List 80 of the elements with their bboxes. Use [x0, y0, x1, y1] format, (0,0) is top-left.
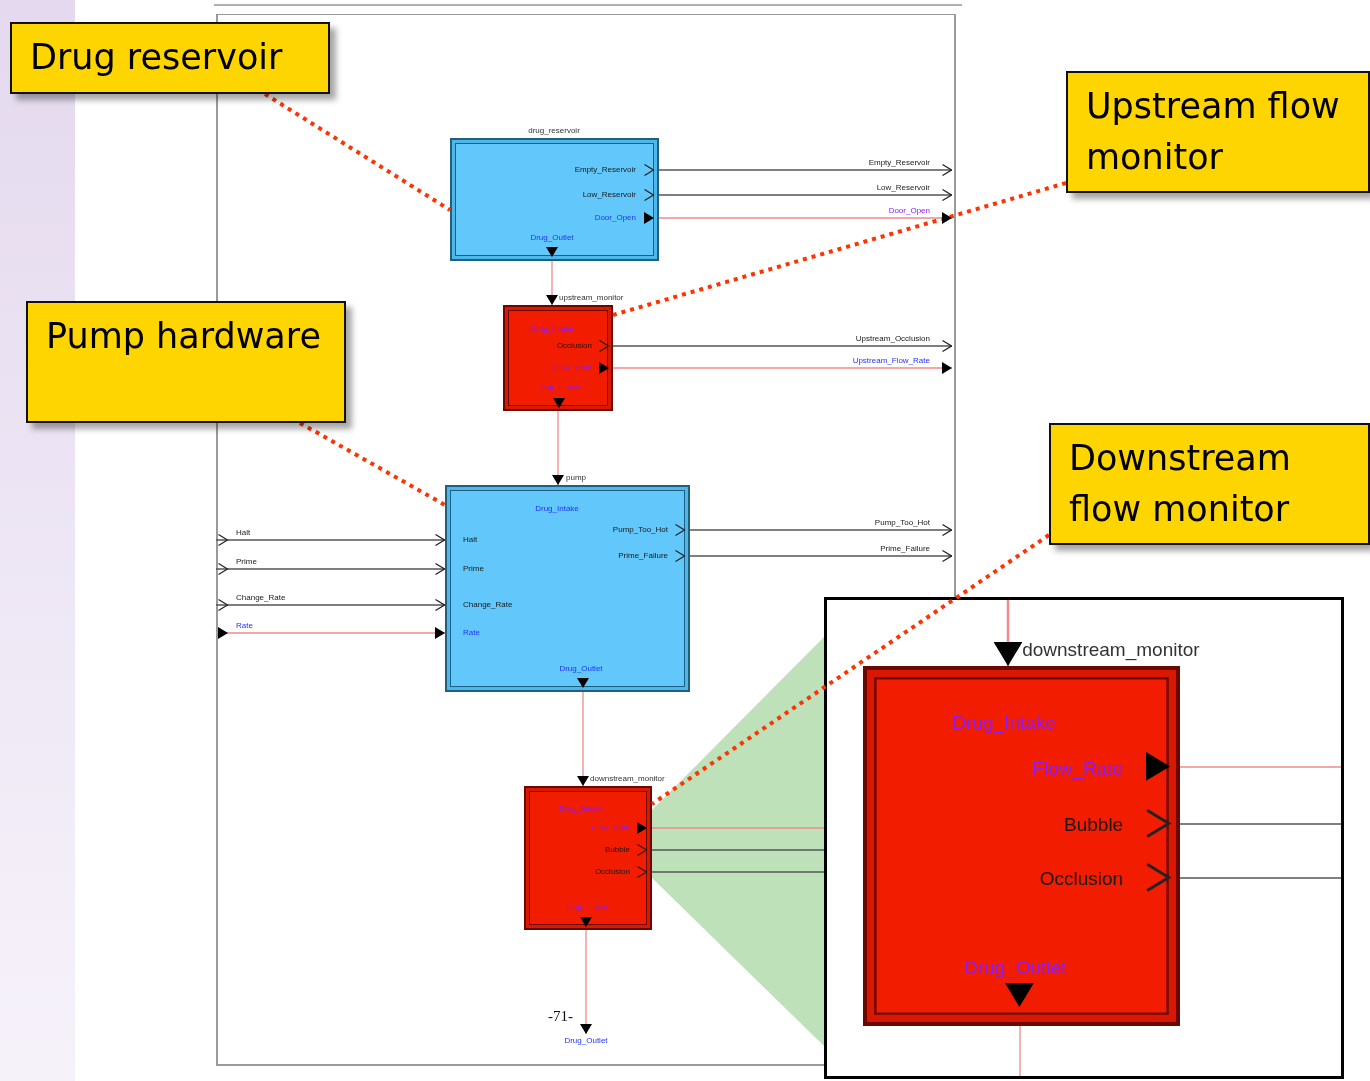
- port-label: Empty_Reservoir: [868, 158, 930, 168]
- port-label: Flow_Rate: [1032, 757, 1124, 780]
- port-label: Drug_Intake: [530, 324, 574, 334]
- leader-line: [612, 181, 1067, 317]
- port-label: Drug_Outlet: [564, 1036, 608, 1046]
- arrow: [658, 212, 953, 224]
- port-label: Change_Rate: [463, 600, 513, 610]
- leader-line: [263, 92, 452, 212]
- signal-line: [651, 849, 825, 851]
- arrow: [658, 188, 953, 202]
- callout-text: Downstream flow monitor: [1069, 437, 1292, 531]
- port-label: Door_Open: [888, 206, 930, 216]
- block-title: pump: [566, 473, 586, 483]
- arrow: [215, 562, 446, 576]
- signal-line: [651, 871, 825, 873]
- arrow: [580, 929, 592, 1035]
- port-label: Change_Rate: [236, 593, 286, 603]
- port-label: Prime_Failure: [618, 551, 668, 561]
- callout-box: [26, 301, 346, 423]
- block-title: upstream_monitor: [559, 293, 624, 303]
- block-title: downstream_monitor: [1022, 638, 1200, 661]
- leader-line: [299, 421, 446, 507]
- block-title: drug_reservoir: [528, 126, 580, 136]
- port-label: Low_Reservoir: [876, 183, 930, 193]
- callout-box: [10, 22, 330, 94]
- block-title: downstream_monitor: [590, 774, 665, 784]
- port-label: Drug_Outlet: [536, 383, 580, 393]
- arrow: [546, 260, 558, 306]
- arrow: [215, 627, 446, 639]
- port-label: Drug_Intake: [952, 711, 1056, 734]
- arrow: [577, 691, 589, 787]
- arrow: [215, 598, 446, 612]
- port-label: Occlusion: [1039, 867, 1124, 890]
- arrow: [689, 549, 953, 563]
- arrow: [689, 523, 953, 537]
- page-number: -71-: [548, 1008, 573, 1025]
- zoom-inset-frame: [824, 597, 1344, 1079]
- port-label: Prime: [236, 557, 257, 567]
- port-label: Rate: [463, 628, 480, 638]
- port-label: Flow_Rate: [591, 823, 630, 833]
- port-label: Halt: [236, 528, 251, 538]
- port-label: Drug_Outlet: [559, 664, 603, 674]
- arrow: [612, 362, 953, 374]
- signal-line: [1179, 766, 1342, 768]
- port-label: Bubble: [1064, 813, 1124, 836]
- leader-line: [650, 533, 1051, 806]
- signal-line: [1019, 1025, 1021, 1077]
- port-label: Upstream_Flow_Rate: [852, 356, 930, 366]
- signal-line: [1179, 877, 1342, 879]
- callout-text: Upstream flow monitor: [1086, 85, 1341, 179]
- signal-line: [651, 827, 825, 829]
- arrow: [612, 339, 953, 353]
- port-label: Bubble: [605, 845, 630, 855]
- signal-line: [1179, 823, 1342, 825]
- port-label: Prime: [463, 564, 484, 574]
- port-label: Prime_Failure: [880, 544, 930, 554]
- port-label: Empty_Reservoir: [574, 165, 636, 175]
- port-label: Rate: [236, 621, 253, 631]
- port-label: Flow_Rate: [553, 363, 592, 373]
- arrow: [658, 163, 953, 177]
- port-label: Drug_Outlet: [564, 903, 608, 913]
- port-label: Occlusion: [556, 341, 592, 351]
- port-label: Occlusion: [594, 867, 630, 877]
- port-label: Drug_Outlet: [530, 233, 574, 243]
- arrow: [993, 600, 1023, 666]
- port-label: Halt: [463, 535, 478, 545]
- callout-text: Drug reservoir: [30, 36, 284, 79]
- callout-text: Pump hardware: [46, 315, 322, 358]
- port-label: Drug_Intake: [559, 804, 603, 814]
- callout-box: [1066, 71, 1370, 193]
- port-label: Drug_Outlet: [963, 956, 1067, 979]
- port-label: Pump_Too_Hot: [612, 525, 668, 535]
- arrow: [215, 533, 446, 547]
- arrow: [552, 410, 564, 486]
- callout-box: [1049, 423, 1370, 545]
- port-label: Upstream_Occlusion: [855, 334, 930, 344]
- port-label: Door_Open: [594, 213, 636, 223]
- port-label: Low_Reservoir: [582, 190, 636, 200]
- port-label: Drug_Intake: [535, 504, 579, 514]
- port-label: Pump_Too_Hot: [874, 518, 930, 528]
